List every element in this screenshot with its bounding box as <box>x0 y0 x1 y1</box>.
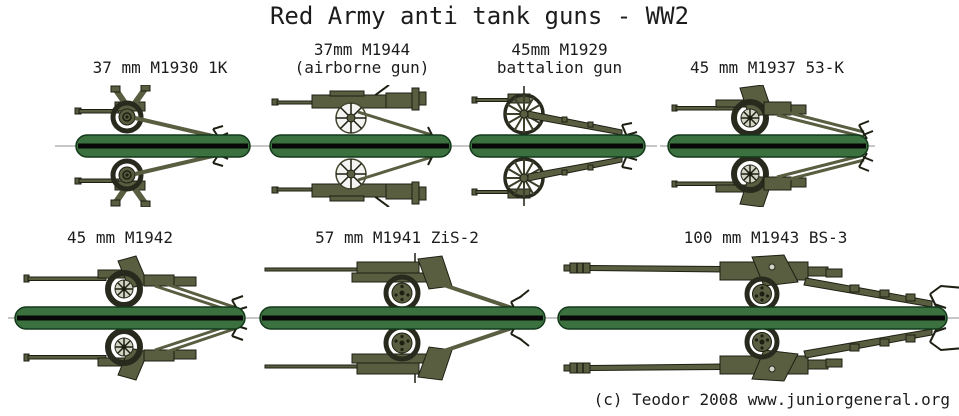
gun-illustration-45mm-m1937-53k <box>660 84 875 207</box>
figure-57mm-m1941-zis2 <box>253 252 553 388</box>
figure-label-37mm-m1944-airborne: 37mm M1944 (airborne gun) <box>262 41 462 77</box>
gun-illustration-45mm-m1942 <box>8 255 253 384</box>
base-stripe <box>17 315 243 321</box>
figure-label-100mm-m1943-bs3: 100 mm M1943 BS-3 <box>638 229 893 247</box>
base-stripe <box>262 315 543 321</box>
figure-37mm-m1944-airborne <box>262 84 462 211</box>
label-line: (airborne gun) <box>294 58 430 77</box>
gun-illustration-57mm-m1941-zis2 <box>253 253 553 384</box>
figure-45mm-m1937-53k <box>660 84 875 211</box>
figure-label-45mm-m1942: 45 mm M1942 <box>15 229 225 247</box>
gun-silhouette <box>671 84 874 140</box>
gun-illustration-37mm-m1930-1k <box>55 84 265 207</box>
gun-silhouette <box>264 253 530 316</box>
label-line: 37 mm M1930 1K <box>92 58 228 77</box>
label-line: 100 mm M1943 BS-3 <box>683 228 848 247</box>
base-stripe <box>670 143 866 149</box>
copyright-credit: (c) Teodor 2008 www.juniorgeneral.org <box>593 390 950 409</box>
gun-illustration-37mm-m1944-airborne <box>262 84 462 209</box>
label-line: 45 mm M1942 <box>67 228 173 247</box>
page-title: Red Army anti tank guns - WW2 <box>269 2 690 30</box>
figure-37mm-m1930-1k <box>55 84 265 211</box>
label-line: 45 mm M1937 53-K <box>689 58 845 77</box>
gun-silhouette <box>271 84 435 140</box>
gun-silhouette <box>23 255 248 315</box>
figure-label-57mm-m1941-zis2: 57 mm M1941 ZiS-2 <box>282 229 512 247</box>
gun-silhouette <box>74 84 229 142</box>
figure-label-37mm-m1930-1k: 37 mm M1930 1K <box>55 59 265 77</box>
label-line: 37mm M1944 <box>313 40 411 59</box>
figure-label-45mm-m1929-battalion: 45mm M1929 battalion gun <box>462 41 657 77</box>
gun-silhouette <box>471 86 638 140</box>
base-stripe <box>560 315 945 321</box>
figure-100mm-m1943-bs3 <box>550 252 959 388</box>
base-stripe <box>472 143 643 149</box>
figure-45mm-m1942 <box>8 252 253 388</box>
label-line: 57 mm M1941 ZiS-2 <box>315 228 479 247</box>
label-line: 45mm M1929 <box>511 40 608 59</box>
gun-illustration-45mm-m1929-battalion <box>462 86 657 208</box>
figure-45mm-m1929-battalion <box>462 85 657 211</box>
wheel <box>110 100 144 134</box>
gun-illustration-100mm-m1943-bs3 <box>550 254 959 384</box>
label-line: battalion gun <box>496 58 623 77</box>
wheel <box>105 270 143 308</box>
figure-label-45mm-m1937-53k: 45 mm M1937 53-K <box>652 59 882 77</box>
base-stripe <box>272 143 449 149</box>
wheel <box>731 99 769 137</box>
base-stripe <box>78 143 248 149</box>
